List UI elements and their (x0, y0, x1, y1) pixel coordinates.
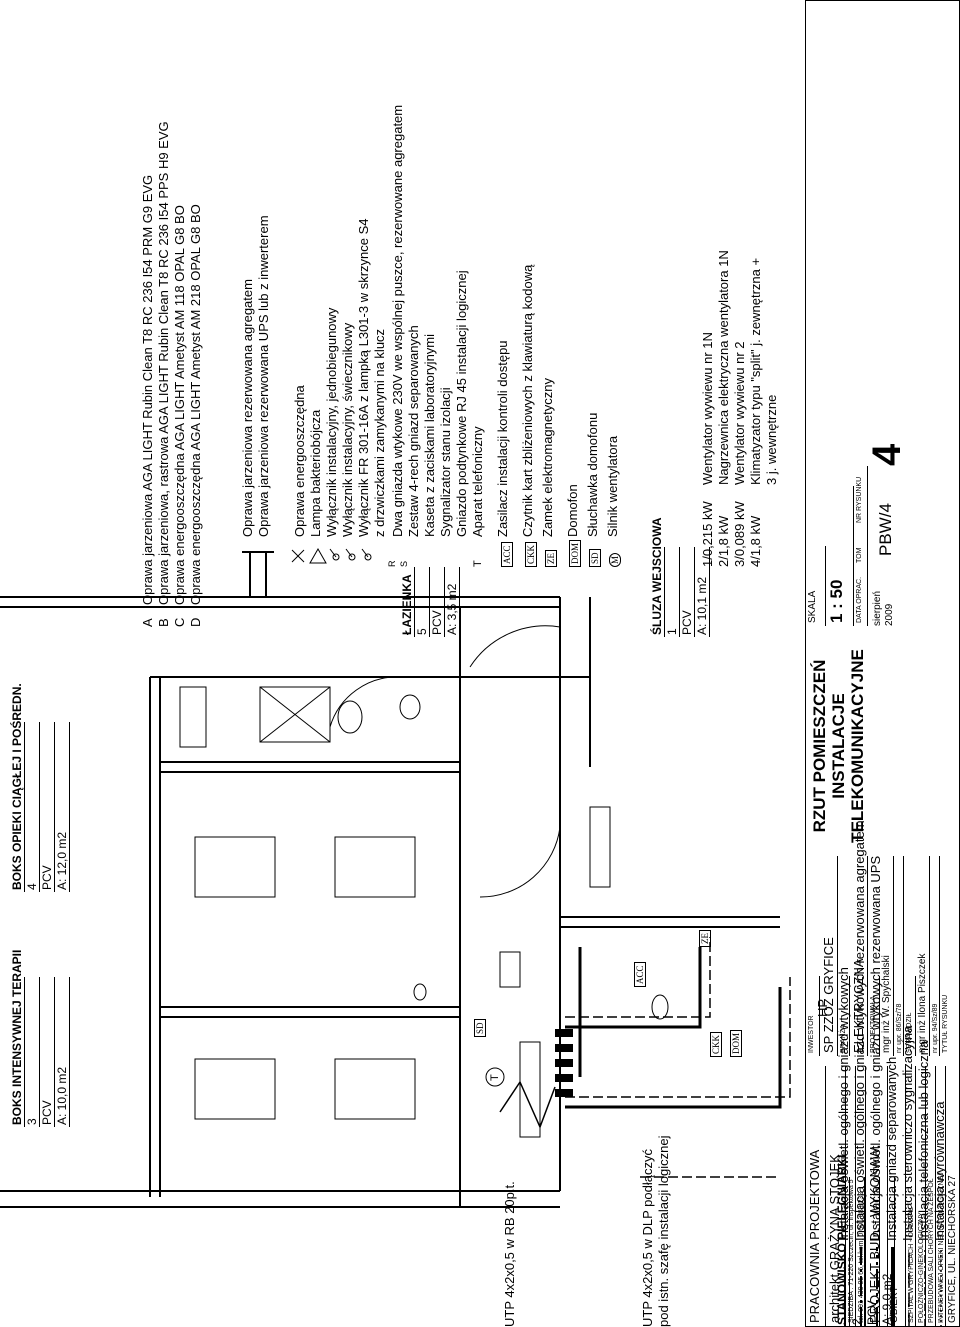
obiekt-line-3: PRZEBUDOWA SALI CHORYCH NA ZESPÓŁ (926, 1066, 936, 1326)
location: GRYFICE, UL. NIECHORSKA 27 (946, 1066, 960, 1326)
drawing-title: RZUT POMIESZCZEŃ INSTALACJE TELEKOMUNIKA… (810, 649, 867, 843)
designer-license: nr upr. 86/Sz/78 (894, 856, 904, 1056)
note-utp-dlp-2: pod istn. szafę instalacji logicznej (656, 1135, 671, 1327)
architect-name: architekt GRAŻYNA STOJEK (826, 1066, 846, 1326)
tom-label: TOM (854, 526, 868, 566)
plan-tag-t: T (489, 1074, 501, 1081)
designer-label: PROJEKTOWAŁA (868, 976, 880, 1056)
title-block: PRACOWNIA PROJEKTOWA architekt GRAŻYNA S… (805, 0, 960, 1327)
legend-row: Instalacja sterowniczo sygnalizacyjna (900, 1025, 915, 1327)
plan-tag-ckk: CKK (706, 1031, 724, 1057)
date-label: DATA OPRAC. (854, 566, 868, 626)
legend-row: Instalacja oświetl. ogólnego i gniazd wt… (836, 967, 851, 1327)
plan-tag-ze: ZE (695, 930, 713, 947)
checker: mgr inż Ilona Piszczek (916, 856, 930, 1056)
project-stage: PROJEKT BUD. - WYKONAW. (866, 1066, 888, 1326)
legend-row: Instalacja oświetl. ogólnego i gniazd wt… (868, 855, 883, 1327)
office-address: SIEDZIBA : 71-220 Szczecin, ul. Inspekto… (846, 1066, 856, 1326)
scale: 1 : 50 (826, 486, 854, 626)
obiekt-line-1: SZPITAL W GRYFICACH - ODDZIAŁ (906, 1066, 916, 1326)
plan-tag-dom: DOM (726, 1029, 744, 1057)
date: sierpień 2009 (872, 590, 895, 626)
symbol-icons (242, 547, 372, 598)
investor: SP ZZOZ GRYFICE (820, 856, 838, 1056)
scale-label: SKALA (806, 546, 826, 626)
drawing-code: PBW/4 (876, 503, 895, 556)
office-phone: tel. 091 439 05 66, tel.kom. 0 601 888 2… (856, 1066, 866, 1326)
plan-tag-acc: ACC (630, 962, 648, 987)
plan-tag-sd: SD (470, 1019, 488, 1037)
obiekt-label: OBIEKT (888, 1066, 906, 1326)
note-utp-dlp: UTP 4x2x0,5 w DLP podłączyć (640, 1149, 655, 1327)
obiekt-line-4: INTENSYWNEJ OPIEKI NEONATOLOGICZNEJ (936, 1066, 946, 1326)
drawing-title-label: TYTUŁ RYSUNKU (940, 856, 960, 1056)
office-name: PRACOWNIA PROJEKTOWA (806, 1066, 826, 1326)
nr-label: NR RYSUNKU (854, 466, 868, 526)
branch-label: BRANŻA (838, 976, 850, 1056)
designer: mgr inż W. Spychalski (880, 856, 894, 1056)
legend-row: Instalacja gniazd separowanych (884, 1056, 899, 1327)
legend-row: Instalacja oświetl. ogólnego i gniazd wt… (852, 820, 867, 1327)
legend-row: Instalacja telefoniczna lub logiczna (916, 1040, 931, 1327)
legend-row: Instalacja wyrównawcza (932, 1101, 947, 1327)
sheet-number: 4 (865, 443, 909, 466)
investor-label: INWESTOR (806, 976, 820, 1056)
checker-license: nr upr. 94/Sz/89 (930, 856, 940, 1056)
checker-label: SPRAWDZIŁ (904, 976, 916, 1056)
note-utp-rb: UTP 4x2x0,5 w RB 20p.t. (502, 1181, 517, 1327)
floor-plan (0, 596, 791, 1208)
branch: ELEKTRYCZNA (850, 856, 868, 1056)
obiekt-line-2: POŁOŻNICZO-GINEKOLOGICZNY (916, 1066, 926, 1326)
